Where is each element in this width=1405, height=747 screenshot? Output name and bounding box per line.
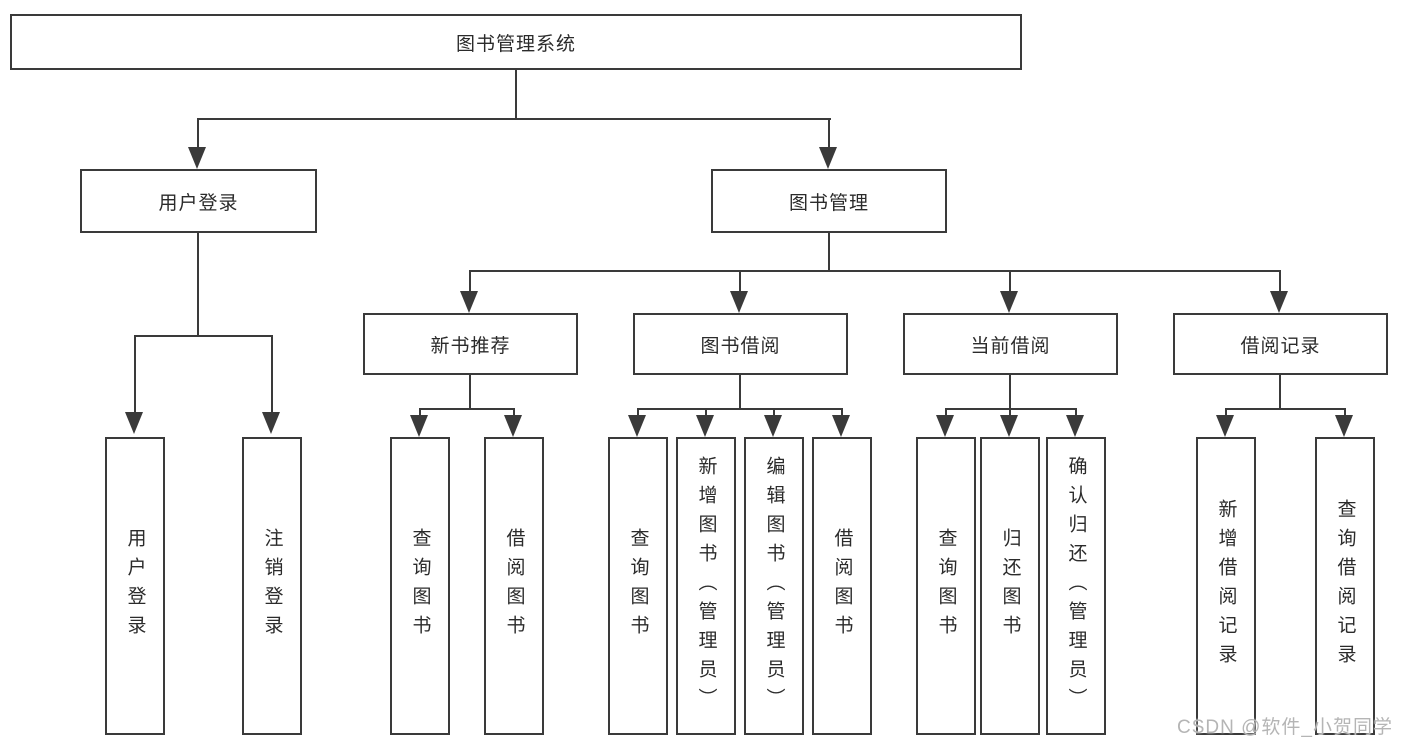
node-leaf-cb-confirm-return-admin-label: 确认归还（管理员）: [1065, 455, 1087, 717]
connector-line: [637, 408, 843, 410]
arrow-down-icon: [1216, 415, 1234, 437]
node-borrow-records: 借阅记录: [1173, 313, 1388, 375]
node-leaf-cb-return-books-label: 归还图书: [999, 528, 1021, 644]
node-leaf-nb-query-books-label: 查询图书: [409, 528, 431, 644]
connector-line: [1225, 408, 1346, 410]
connector-line: [828, 118, 830, 148]
node-leaf-bb-query-books-label: 查询图书: [627, 528, 649, 644]
connector-line: [469, 375, 471, 408]
node-leaf-user-login-label: 用户登录: [124, 528, 146, 644]
arrow-down-icon: [262, 412, 280, 434]
arrow-down-icon: [764, 415, 782, 437]
arrow-down-icon: [628, 415, 646, 437]
node-book-borrowing-label: 图书借阅: [700, 335, 781, 357]
node-book-management: 图书管理: [711, 169, 947, 233]
node-leaf-br-add-record-label: 新增借阅记录: [1215, 499, 1237, 673]
arrow-down-icon: [819, 147, 837, 169]
node-library-system-label: 图书管理系统: [455, 33, 576, 55]
connector-line: [1009, 408, 1011, 416]
node-user-login-label: 用户登录: [158, 192, 239, 214]
node-new-book-recommend: 新书推荐: [363, 313, 578, 375]
node-leaf-bb-borrow-books: 借阅图书: [812, 437, 872, 735]
node-current-borrowing: 当前借阅: [903, 313, 1118, 375]
arrow-down-icon: [1066, 415, 1084, 437]
node-leaf-logout-label: 注销登录: [261, 528, 283, 644]
connector-line: [841, 408, 843, 416]
connector-line: [513, 408, 515, 416]
node-leaf-bb-edit-books-admin: 编辑图书（管理员）: [744, 437, 804, 735]
node-book-borrowing: 图书借阅: [633, 313, 848, 375]
node-leaf-logout: 注销登录: [242, 437, 302, 735]
arrow-down-icon: [125, 412, 143, 434]
node-current-borrowing-label: 当前借阅: [970, 335, 1051, 357]
node-new-book-recommend-label: 新书推荐: [430, 335, 511, 357]
connector-line: [705, 408, 707, 416]
connector-line: [1279, 375, 1281, 408]
arrow-down-icon: [936, 415, 954, 437]
connector-line: [945, 408, 947, 416]
node-book-management-label: 图书管理: [788, 192, 869, 214]
connector-line: [515, 70, 517, 118]
node-leaf-nb-query-books: 查询图书: [390, 437, 450, 735]
connector-line: [1279, 270, 1281, 291]
node-leaf-user-login: 用户登录: [105, 437, 165, 735]
arrow-down-icon: [832, 415, 850, 437]
arrow-down-icon: [188, 147, 206, 169]
arrow-down-icon: [1000, 291, 1018, 313]
node-leaf-nb-borrow-books-label: 借阅图书: [503, 528, 525, 644]
connector-line: [197, 118, 831, 120]
arrow-down-icon: [1000, 415, 1018, 437]
connector-line: [197, 233, 199, 335]
connector-line: [134, 335, 273, 337]
node-leaf-bb-add-books-admin: 新增图书（管理员）: [676, 437, 736, 735]
arrow-down-icon: [696, 415, 714, 437]
connector-line: [469, 270, 471, 291]
connector-line: [1009, 270, 1011, 291]
arrow-down-icon: [730, 291, 748, 313]
node-leaf-cb-query-books: 查询图书: [916, 437, 976, 735]
connector-line: [1009, 375, 1011, 408]
connector-line: [637, 408, 639, 416]
connector-line: [197, 118, 199, 148]
node-leaf-br-add-record: 新增借阅记录: [1196, 437, 1256, 735]
node-leaf-br-query-record: 查询借阅记录: [1315, 437, 1375, 735]
node-leaf-cb-return-books: 归还图书: [980, 437, 1040, 735]
node-leaf-bb-borrow-books-label: 借阅图书: [831, 528, 853, 644]
connector-line: [828, 233, 830, 270]
arrow-down-icon: [504, 415, 522, 437]
connector-line: [739, 375, 741, 408]
arrow-down-icon: [1270, 291, 1288, 313]
node-leaf-nb-borrow-books: 借阅图书: [484, 437, 544, 735]
arrow-down-icon: [1335, 415, 1353, 437]
connector-line: [419, 408, 421, 416]
node-leaf-bb-edit-books-admin-label: 编辑图书（管理员）: [763, 455, 785, 717]
connector-line: [134, 335, 136, 412]
node-leaf-br-query-record-label: 查询借阅记录: [1334, 499, 1356, 673]
connector-line: [1344, 408, 1346, 416]
watermark: CSDN @软件_小贺同学: [1177, 717, 1393, 738]
node-leaf-cb-query-books-label: 查询图书: [935, 528, 957, 644]
connector-line: [469, 270, 1281, 272]
arrow-down-icon: [460, 291, 478, 313]
connector-line: [271, 335, 273, 412]
node-library-system: 图书管理系统: [10, 14, 1022, 70]
connector-line: [773, 408, 775, 416]
connector-line: [739, 270, 741, 291]
connector-line: [419, 408, 515, 410]
connector-line: [1225, 408, 1227, 416]
arrow-down-icon: [410, 415, 428, 437]
node-user-login: 用户登录: [80, 169, 317, 233]
node-borrow-records-label: 借阅记录: [1240, 335, 1321, 357]
node-leaf-cb-confirm-return-admin: 确认归还（管理员）: [1046, 437, 1106, 735]
node-leaf-bb-query-books: 查询图书: [608, 437, 668, 735]
connector-line: [945, 408, 1077, 410]
node-leaf-bb-add-books-admin-label: 新增图书（管理员）: [695, 455, 717, 717]
connector-line: [1075, 408, 1077, 416]
